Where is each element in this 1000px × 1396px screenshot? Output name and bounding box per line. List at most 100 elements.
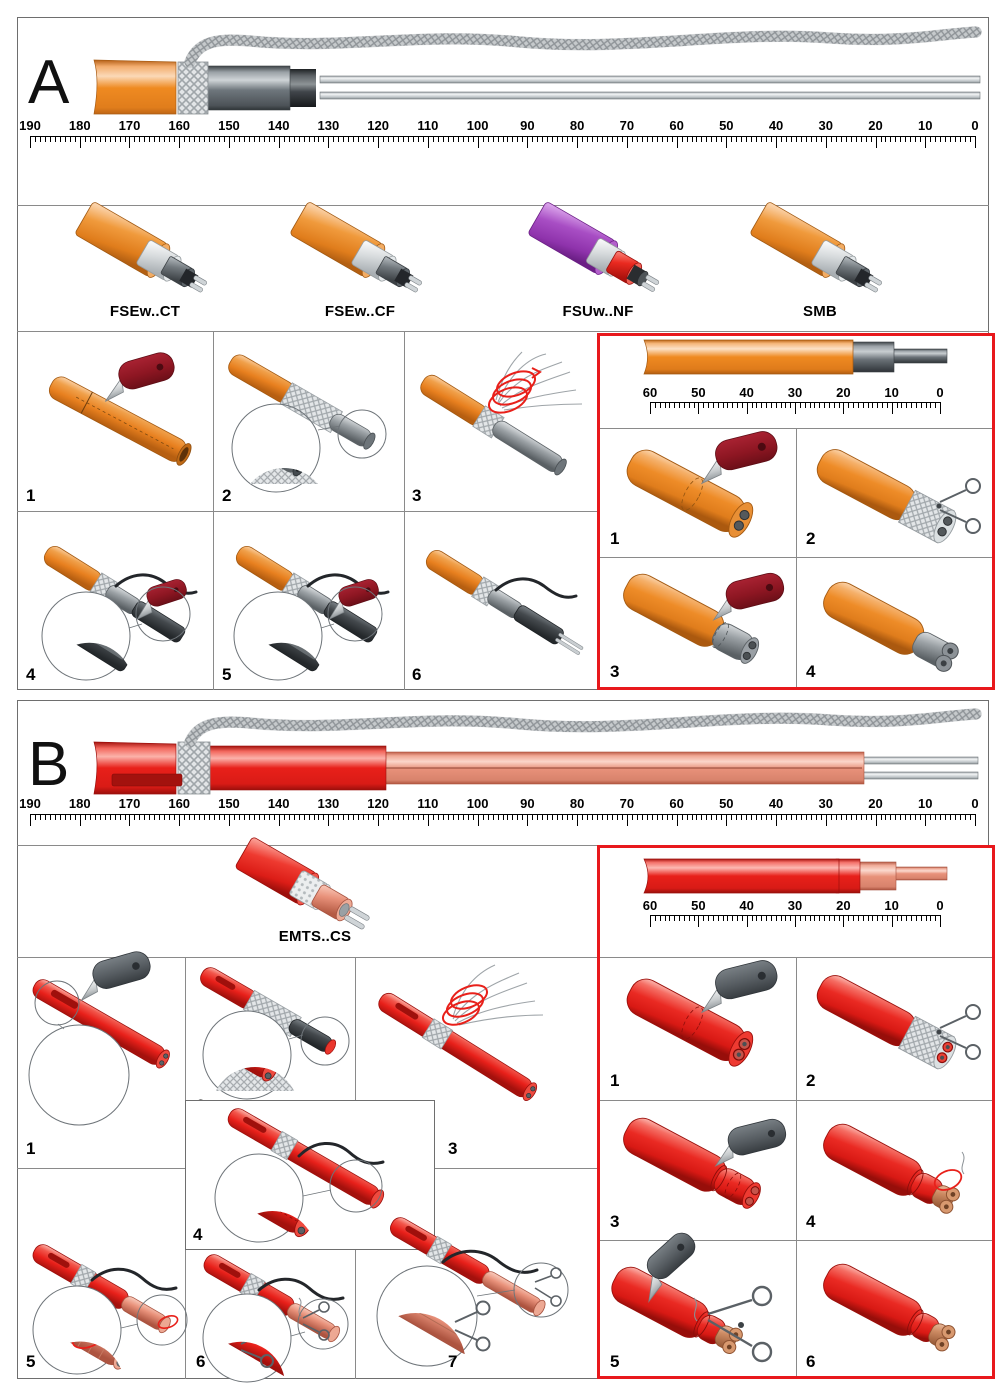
ruler-tick-minor	[925, 915, 927, 921]
ruler-tick-minor	[688, 915, 690, 921]
ruler-tick-minor	[432, 814, 434, 820]
ruler-tick-minor	[781, 136, 783, 142]
panel-step-number-a2: 2	[806, 529, 816, 548]
ruler-tick-minor	[194, 136, 196, 142]
ruler-tick-major	[776, 136, 778, 148]
ruler-tick-minor	[383, 136, 385, 142]
ruler-tick-minor	[756, 402, 758, 408]
ruler-tick-minor	[189, 136, 191, 142]
ruler-tick-minor	[785, 915, 787, 921]
ruler-label: 50	[691, 898, 706, 913]
ruler-tick-major	[577, 136, 579, 148]
ruler-tick-minor	[835, 136, 837, 142]
ruler-tick-minor	[567, 136, 569, 142]
ruler-tick-minor	[870, 814, 872, 820]
ruler-label: 0	[971, 796, 979, 811]
ruler-tick-minor	[736, 136, 738, 142]
step-number-a5: 5	[222, 665, 232, 684]
ruler-tick-minor	[833, 915, 835, 921]
ruler-tick-minor	[955, 136, 957, 142]
ruler-tick-minor	[368, 814, 370, 820]
ruler-tick-minor	[139, 136, 141, 142]
section-b-divider-2	[17, 957, 989, 958]
ruler-tick-minor	[686, 136, 688, 142]
ruler-tick-minor	[547, 136, 549, 142]
ruler-tick-major	[378, 136, 380, 148]
ruler-tick-minor	[587, 814, 589, 820]
product-thumb-fsew-cf	[290, 202, 425, 294]
ruler-tick-minor	[882, 915, 883, 921]
ruler-tick-minor	[965, 136, 967, 142]
ruler-tick-minor	[848, 402, 850, 408]
ruler-tick-minor	[900, 814, 902, 820]
ruler-tick-major	[975, 136, 976, 148]
ruler-tick-minor	[154, 814, 156, 820]
step-art-b6	[195, 1252, 355, 1383]
ruler-tick-minor	[860, 136, 862, 142]
ruler-tick-minor	[799, 915, 801, 921]
panel-step-number-b3: 3	[610, 1212, 620, 1231]
ruler-tick-minor	[363, 136, 365, 142]
ruler-label: 120	[367, 118, 390, 133]
ruler-tick-minor	[666, 136, 668, 142]
ruler-tick-minor	[452, 136, 454, 142]
ruler-tick-minor	[273, 136, 275, 142]
ruler-tick-minor	[693, 402, 695, 408]
ruler-tick-minor	[74, 136, 76, 142]
ruler-tick-minor	[731, 136, 733, 142]
ruler-tick-minor	[606, 814, 608, 820]
ruler-tick-minor	[462, 814, 464, 820]
ruler-tick-minor	[911, 402, 912, 408]
ruler-tick-minor	[184, 814, 186, 820]
ruler-label: 0	[971, 118, 979, 133]
ruler-tick-minor	[679, 915, 680, 921]
ruler-label: 10	[884, 385, 899, 400]
ruler-tick-minor	[517, 136, 519, 142]
ruler-tick-minor	[940, 136, 942, 142]
ruler-tick-minor	[398, 136, 400, 142]
ruler-tick-minor	[472, 136, 474, 142]
ruler-tick-minor	[835, 814, 837, 820]
ruler-tick-minor	[960, 814, 962, 820]
ruler-tick-minor	[853, 402, 854, 408]
ruler-tick-minor	[706, 814, 708, 820]
ruler-tick-minor	[562, 136, 564, 142]
ruler-tick-minor	[727, 402, 729, 408]
ruler-tick-minor	[905, 814, 907, 820]
section-b-label: B	[28, 730, 69, 799]
ruler-tick-minor	[896, 915, 898, 921]
panel-step-art-b2	[812, 970, 982, 1075]
ruler-label: 50	[719, 118, 734, 133]
section-b-hero-cable	[90, 708, 982, 798]
ruler-tick-major	[676, 814, 678, 826]
step-art-b4	[193, 1104, 433, 1246]
ruler-tick-minor	[819, 402, 821, 408]
ruler-tick-minor	[119, 136, 121, 142]
ruler-tick-minor	[442, 136, 444, 142]
section-a-hero-cable	[90, 26, 982, 116]
ruler-tick-minor	[780, 915, 782, 921]
ruler-tick-minor	[472, 814, 474, 820]
ruler-label: 20	[868, 796, 883, 811]
ruler-tick-minor	[104, 814, 106, 820]
ruler-tick-minor	[664, 915, 666, 921]
ruler-tick-minor	[273, 814, 275, 820]
ruler-tick-minor	[751, 136, 753, 142]
ruler-tick-minor	[313, 136, 315, 142]
ruler-tick-minor	[109, 814, 111, 820]
ruler-tick-minor	[885, 136, 887, 142]
ruler-tick-minor	[701, 814, 703, 820]
ruler-tick-minor	[89, 136, 91, 142]
ruler-tick-minor	[69, 136, 71, 142]
step-number-a3: 3	[412, 486, 422, 505]
ruler-tick-minor	[84, 814, 86, 820]
ruler-tick-major	[129, 136, 131, 148]
ruler-label: 30	[787, 385, 803, 400]
ruler-tick-minor	[737, 402, 738, 408]
step-art-b5	[22, 1238, 188, 1378]
section-a-panel-cable	[640, 337, 950, 385]
ruler-label: 60	[669, 118, 684, 133]
ruler-tick-major	[328, 814, 330, 826]
ruler-tick-minor	[432, 136, 434, 142]
ruler-tick-minor	[656, 814, 658, 820]
